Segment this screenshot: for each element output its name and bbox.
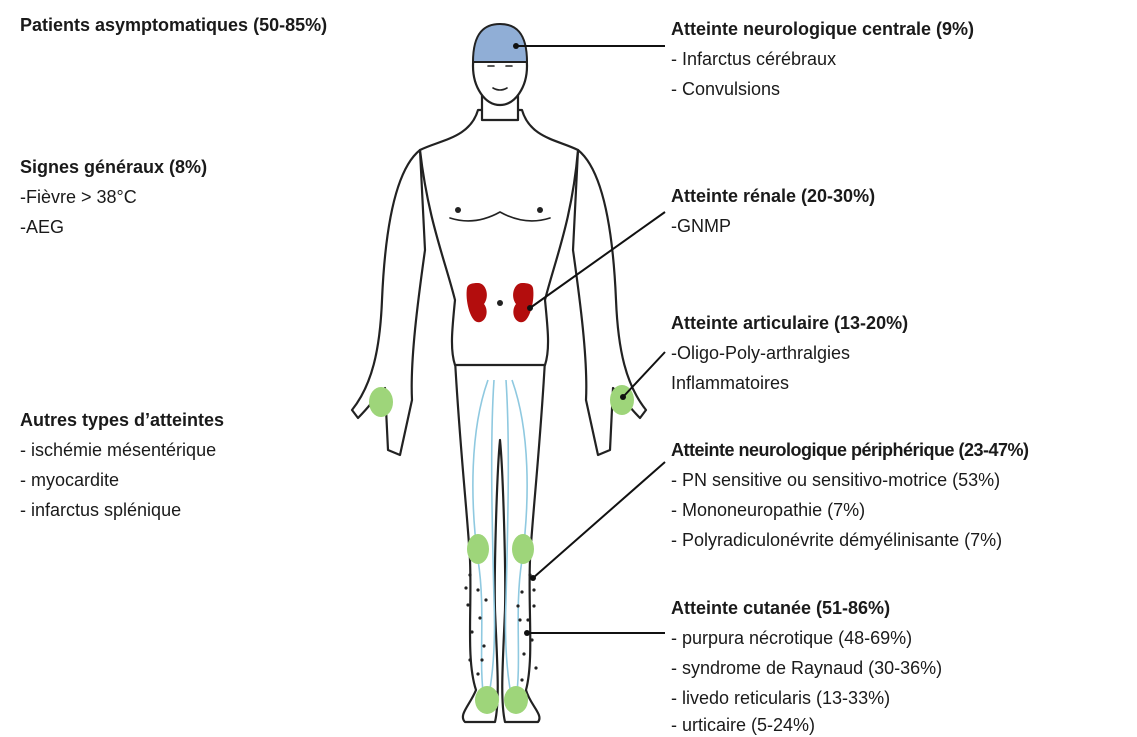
peripheral-neuro-item: - Polyradiculonévrite démyélinisante (7%… bbox=[671, 525, 1135, 555]
leader-peripheral bbox=[533, 462, 665, 578]
purpura-dot bbox=[468, 658, 471, 661]
cutaneous-item: - syndrome de Raynaud (30-36%) bbox=[671, 653, 942, 683]
purpura-dot bbox=[532, 588, 535, 591]
cutaneous-item: - livedo reticularis (13-33%) bbox=[671, 683, 942, 713]
navel bbox=[497, 300, 503, 306]
purpura-dot bbox=[518, 618, 521, 621]
peripheral-neuro-block: Atteinte neurologique périphérique (23-4… bbox=[671, 435, 1135, 555]
purpura-dot bbox=[478, 616, 481, 619]
asymptomatic-block: Patients asymptomatiques (50-85%) bbox=[20, 10, 327, 40]
right-nipple bbox=[537, 207, 543, 213]
central-neuro-item: - Convulsions bbox=[671, 74, 974, 104]
general-signs-title: Signes généraux (8%) bbox=[20, 152, 207, 182]
purpura-dot bbox=[520, 678, 523, 681]
central-neuro-title: Atteinte neurologique centrale (9%) bbox=[671, 14, 974, 44]
other-involvement-item: - infarctus splénique bbox=[20, 495, 224, 525]
asymptomatic-title: Patients asymptomatiques (50-85%) bbox=[20, 10, 327, 40]
left-knee-joint bbox=[467, 534, 489, 564]
peripheral-neuro-item: - PN sensitive ou sensitivo-motrice (53%… bbox=[671, 465, 1135, 495]
purpura-dot bbox=[470, 630, 473, 633]
leader-central-dot bbox=[513, 43, 519, 49]
leader-cutaneous-dot bbox=[524, 630, 530, 636]
purpura-dot bbox=[468, 573, 471, 576]
general-signs-block: Signes généraux (8%) -Fièvre > 38°C -AEG bbox=[20, 152, 207, 242]
cutaneous-item: - purpura nécrotique (48-69%) bbox=[671, 623, 942, 653]
other-involvement-block: Autres types d’atteintes - ischémie mése… bbox=[20, 405, 224, 525]
articular-block: Atteinte articulaire (13-20%) -Oligo-Pol… bbox=[671, 308, 908, 398]
leader-renal-dot bbox=[527, 305, 533, 311]
cutaneous-block: Atteinte cutanée (51-86%) - purpura nécr… bbox=[671, 593, 942, 737]
leader-articular-dot bbox=[620, 394, 626, 400]
right-arm bbox=[573, 150, 646, 455]
torso bbox=[420, 110, 578, 365]
articular-item: -Oligo-Poly-arthralgies bbox=[671, 338, 908, 368]
purpura-dot bbox=[466, 603, 469, 606]
peripheral-neuro-title: Atteinte neurologique périphérique (23-4… bbox=[671, 435, 1135, 465]
other-involvement-item: - ischémie mésentérique bbox=[20, 435, 224, 465]
purpura-dot bbox=[476, 672, 479, 675]
renal-block: Atteinte rénale (20-30%) -GNMP bbox=[671, 181, 875, 241]
purpura-dot bbox=[464, 586, 467, 589]
articular-title: Atteinte articulaire (13-20%) bbox=[671, 308, 908, 338]
right-knee-joint bbox=[512, 534, 534, 564]
head-cap-highlight bbox=[473, 24, 527, 62]
articular-item: Inflammatoires bbox=[671, 368, 908, 398]
purpura-dot bbox=[516, 604, 519, 607]
renal-item: -GNMP bbox=[671, 211, 875, 241]
purpura-dot bbox=[482, 644, 485, 647]
purpura-dot bbox=[532, 604, 535, 607]
purpura-dot bbox=[526, 618, 529, 621]
right-ankle-joint bbox=[504, 686, 528, 714]
cutaneous-item: - urticaire (5-24%) bbox=[671, 713, 942, 737]
central-neuro-item: - Infarctus cérébraux bbox=[671, 44, 974, 74]
central-neuro-block: Atteinte neurologique centrale (9%) - In… bbox=[671, 14, 974, 104]
purpura-dot bbox=[476, 588, 479, 591]
purpura-dot bbox=[530, 638, 533, 641]
purpura-dot bbox=[520, 590, 523, 593]
other-involvement-item: - myocardite bbox=[20, 465, 224, 495]
purpura-dot bbox=[534, 666, 537, 669]
purpura-dot bbox=[480, 658, 483, 661]
renal-title: Atteinte rénale (20-30%) bbox=[671, 181, 875, 211]
left-ankle-joint bbox=[475, 686, 499, 714]
leader-peripheral-dot bbox=[530, 575, 536, 581]
purpura-dot bbox=[522, 652, 525, 655]
left-wrist-joint bbox=[369, 387, 393, 417]
leader-articular bbox=[623, 352, 665, 397]
general-signs-item: -Fièvre > 38°C bbox=[20, 182, 207, 212]
purpura-dot bbox=[484, 598, 487, 601]
cutaneous-title: Atteinte cutanée (51-86%) bbox=[671, 593, 942, 623]
peripheral-neuro-item: - Mononeuropathie (7%) bbox=[671, 495, 1135, 525]
left-nipple bbox=[455, 207, 461, 213]
other-involvement-title: Autres types d’atteintes bbox=[20, 405, 224, 435]
general-signs-item: -AEG bbox=[20, 212, 207, 242]
